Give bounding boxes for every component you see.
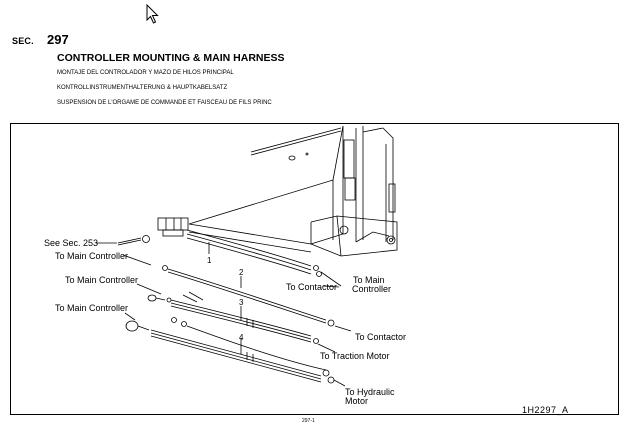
callout-3: 3 [239,298,244,307]
top-rod [250,127,342,156]
leader-lines [96,242,340,321]
screw [117,235,150,246]
label-to-main-right-2: Controller [352,284,392,294]
controller-panel [188,125,344,253]
harness-4 [125,317,346,387]
harness-1 [186,229,342,287]
right-bracket [310,126,398,257]
callout-1: 1 [207,256,212,265]
callout-2: 2 [239,268,244,277]
section-number: 297 [47,32,69,47]
page-title: CONTROLLER MOUNTING & MAIN HARNESS [57,52,285,64]
section-prefix: SEC. [12,36,34,46]
subtitle-french: SUSPENSION DE L'ORGAME DE COMMANDE ET FA… [57,100,272,106]
label-to-hydraulic-2: Motor [345,396,369,406]
label-to-hydraulic-1: To Hydraulic [345,387,395,397]
harness-3 [147,291,336,353]
label-to-main-controller-1: To Main Controller [55,251,129,261]
diagram-frame [10,123,619,415]
subtitle-german: KONTROLLINSTRUMENTHALTERUNG & HAUPTKABEL… [57,85,228,91]
page-number: 297-1 [302,418,315,424]
label-to-main-controller-2: To Main Controller [65,275,139,285]
harness-diagram [96,125,398,387]
label-to-contactor-1: To Contactor [286,282,338,292]
label-see-sec-253: See Sec. 253 [44,238,99,248]
harness-2 [162,265,352,332]
callout-4: 4 [239,333,244,342]
figure-reference: 1H2297_A [522,405,569,415]
subtitle-spanish: MONTAJE DEL CONTROLADOR Y MAZO DE HILOS … [57,70,234,76]
connector-block [157,217,189,237]
label-to-main-controller-3: To Main Controller [55,303,129,313]
label-to-contactor-2: To Contactor [355,332,407,342]
label-to-traction-motor: To Traction Motor [320,351,390,361]
mouse-pointer-icon [146,4,159,24]
label-to-main-right-1: To Main [353,275,385,285]
